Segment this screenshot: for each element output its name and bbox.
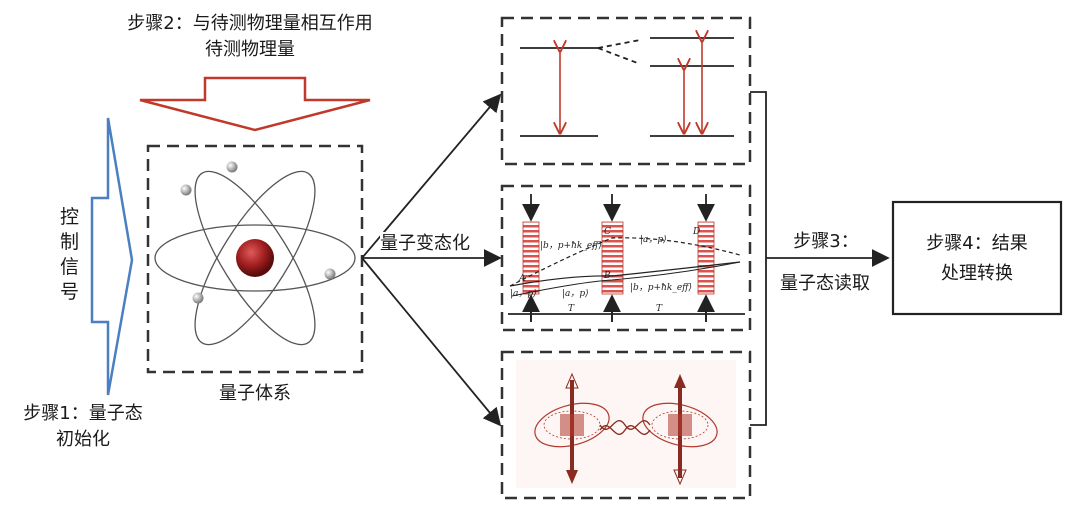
interval-t2-label: T	[656, 304, 663, 314]
atom-icon	[154, 161, 356, 346]
state-a-left-label: |a，p⟩	[510, 289, 537, 299]
control-signal-label: 控制信号	[60, 206, 80, 303]
readout-bracket	[750, 91, 767, 426]
atom-interferometer-diagram	[508, 194, 745, 322]
step3-subtitle: 量子态读取	[780, 273, 870, 294]
state-b-bottom-label: |b，p+ħk_eff⟩	[630, 283, 692, 293]
energy-level-diagram	[520, 38, 734, 137]
quantum-evolution-label: 量子变态化	[380, 232, 470, 256]
result-box	[891, 200, 1063, 316]
point-c-label: C	[604, 227, 611, 237]
arrow-to-spin-box	[361, 257, 502, 427]
step1-title: 步骤1：量子态	[23, 403, 143, 424]
step4-subtitle: 处理转换	[941, 263, 1013, 284]
interferometer-box	[500, 184, 752, 332]
measurement-input-arrow	[139, 76, 371, 132]
spin-entanglement-diagram	[516, 360, 736, 488]
state-a-bottom-label: |a，p⟩	[562, 289, 589, 299]
point-a-label: A	[518, 274, 526, 284]
arrow-to-energy-box	[361, 93, 502, 259]
step4-title: 步骤4：结果	[926, 233, 1028, 254]
quantum-system-label: 量子体系	[219, 383, 291, 404]
state-a-top-label: |a，p⟩	[640, 235, 667, 245]
point-b-label: B	[603, 271, 611, 281]
point-d-label: D	[692, 227, 700, 237]
step2-subtitle: 待测物理量	[205, 39, 295, 60]
control-signal-arrow	[90, 117, 134, 396]
step3-title: 步骤3：	[793, 231, 859, 252]
interval-t1-label: T	[568, 304, 575, 314]
spin-state-box	[500, 350, 752, 500]
energy-level-box	[500, 16, 752, 166]
state-b-label: |b，p+ħk_eff⟩	[540, 241, 602, 251]
step2-title: 步骤2：与待测物理量相互作用	[127, 13, 373, 34]
step1-subtitle: 初始化	[56, 429, 110, 450]
